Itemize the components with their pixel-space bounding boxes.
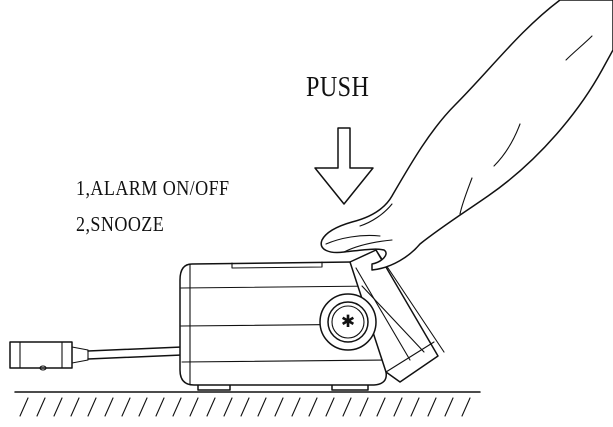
ground-hatch-mark: [291, 397, 301, 417]
power-cable: [87, 346, 183, 360]
ground-hatch-mark: [444, 397, 454, 417]
ground-hatch-mark: [376, 397, 386, 417]
ground-hatch-mark: [274, 397, 284, 417]
ground-hatch-mark: [104, 397, 114, 417]
ground-hatch-mark: [87, 397, 97, 417]
hand-icon: [320, 0, 613, 271]
step-1-label: 1,ALARM ON/OFF: [76, 176, 230, 200]
ground-hatch-mark: [461, 397, 471, 417]
ground-hatch-mark: [393, 397, 403, 417]
ground-hatch-mark: [342, 397, 352, 417]
ground-hatch-mark: [155, 397, 165, 417]
ground-hatch-mark: [121, 397, 131, 417]
ground-hatch-mark: [206, 397, 216, 417]
ground-hatch-mark: [36, 397, 46, 417]
ground-hatch-mark: [308, 397, 318, 417]
ground-hatch-mark: [223, 397, 233, 417]
ground-hatch-mark: [410, 397, 420, 417]
ground-surface: [14, 391, 481, 417]
ground-hatching: [19, 397, 471, 417]
ground-hatch-mark: [138, 397, 148, 417]
ground-hatch-mark: [19, 397, 29, 417]
step-2-label: 2,SNOOZE: [76, 212, 165, 236]
ground-hatch-mark: [172, 397, 182, 417]
snooze-button-icon: ✱: [340, 312, 356, 332]
ground-hatch-mark: [325, 397, 335, 417]
ground-hatch-mark: [427, 397, 437, 417]
ground-hatch-mark: [70, 397, 80, 417]
alarm-clock-device: [179, 249, 445, 391]
ground-hatch-mark: [53, 397, 63, 417]
ground-hatch-mark: [257, 397, 267, 417]
down-arrow-icon: [314, 127, 374, 205]
power-plug-icon: [9, 341, 89, 371]
ground-hatch-mark: [240, 397, 250, 417]
ground-hatch-mark: [359, 397, 369, 417]
ground-hatch-mark: [189, 397, 199, 417]
snooze-button[interactable]: [319, 293, 377, 351]
push-label: PUSH: [306, 72, 370, 103]
